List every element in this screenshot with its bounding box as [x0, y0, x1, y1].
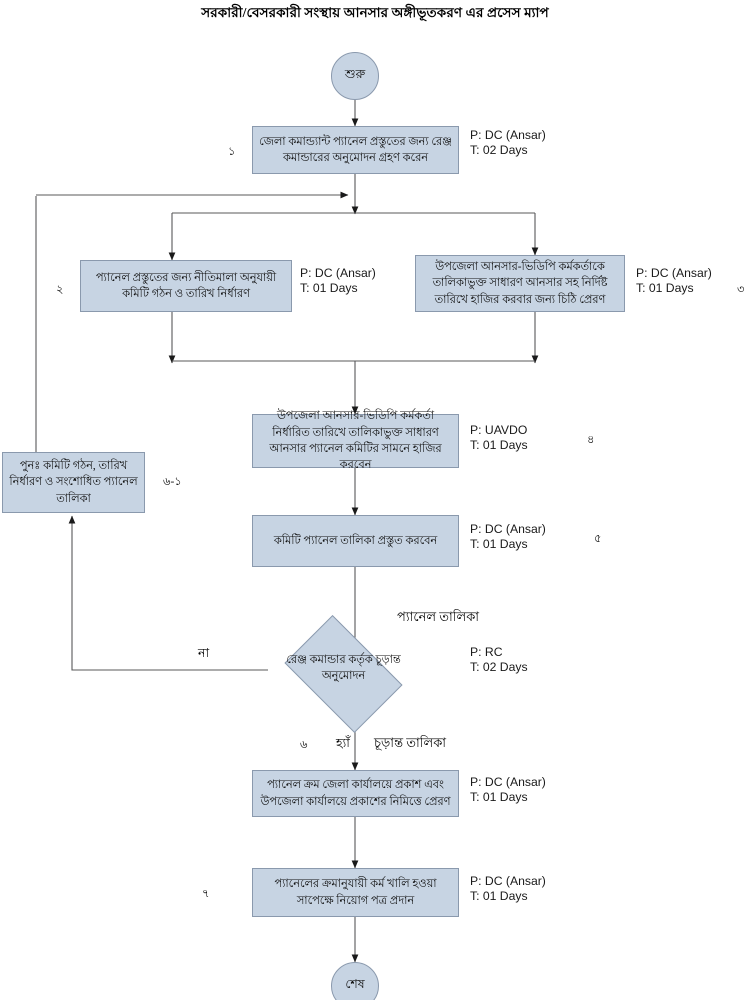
- meta-step2: P: DC (Ansar) T: 01 Days: [300, 266, 376, 297]
- edge-label-no: না: [198, 646, 210, 660]
- time-step3: T: 01 Days: [636, 281, 694, 296]
- meta-step1: P: DC (Ansar) T: 02 Days: [470, 128, 546, 159]
- time-step7: T: 01 Days: [470, 889, 528, 904]
- performer-step6: P: RC: [470, 645, 503, 659]
- process-box-step3: উপজেলা আনসার-ভিডিপি কর্মকর্তাকে তালিকাভু…: [415, 255, 625, 312]
- meta-step5: P: DC (Ansar) T: 01 Days: [470, 522, 546, 553]
- step-number-2: ২: [56, 284, 64, 296]
- performer-step4: P: UAVDO: [470, 423, 528, 437]
- start-node: শুরু: [331, 52, 379, 100]
- step-number-3: ৩: [737, 284, 745, 296]
- step-number-6: ৬: [300, 739, 308, 751]
- edge-label-yes: হ্যাঁ: [336, 736, 350, 750]
- annotation-final-list: চূড়ান্ত তালিকা: [374, 735, 447, 750]
- process-box-publish: প্যানেল ক্রম জেলা কার্যালয়ে প্রকাশ এবং …: [252, 770, 459, 817]
- performer-step2: P: DC (Ansar): [300, 266, 376, 280]
- performer-publish: P: DC (Ansar): [470, 775, 546, 789]
- step-number-6-1: ৬-১: [163, 476, 182, 488]
- performer-step7: P: DC (Ansar): [470, 874, 546, 888]
- page-title: সরকারী/বেসরকারী সংস্থায় আনসার অঙ্গীভূতক…: [201, 5, 549, 20]
- time-step6: T: 02 Days: [470, 660, 528, 675]
- performer-step3: P: DC (Ansar): [636, 266, 712, 280]
- step-number-4: ৪: [587, 434, 595, 446]
- process-box-step4: উপজেলা আনসার-ভিডিপি কর্মকর্তা নির্ধারিত …: [252, 410, 459, 471]
- step-number-5: ৫: [594, 533, 602, 545]
- step-number-1: ১: [228, 146, 236, 158]
- process-box-step2: প্যানেল প্রস্তুতের জন্য নীতিমালা অনুযায়…: [80, 260, 292, 312]
- process-box-step7: প্যানেলের ক্রমানুযায়ী কর্ম খালি হওয়া স…: [252, 868, 459, 917]
- process-box-step6-1: পুনঃ কমিটি গঠন, তারিখ নির্ধারণ ও সংশোধিত…: [2, 452, 145, 513]
- performer-step5: P: DC (Ansar): [470, 522, 546, 536]
- time-step2: T: 01 Days: [300, 281, 358, 296]
- time-step4: T: 01 Days: [470, 438, 528, 453]
- meta-publish: P: DC (Ansar) T: 01 Days: [470, 775, 546, 806]
- annotation-panel-list: প্যানেল তালিকা: [397, 609, 480, 624]
- meta-step4: P: UAVDO T: 01 Days: [470, 423, 528, 454]
- decision-label-step6: রেঞ্জ কমান্ডার কর্তৃক চূড়ান্ত অনুমোদন: [286, 654, 401, 683]
- meta-step6: P: RC T: 02 Days: [470, 645, 528, 676]
- performer-step1: P: DC (Ansar): [470, 128, 546, 142]
- time-step1: T: 02 Days: [470, 143, 528, 158]
- time-publish: T: 01 Days: [470, 790, 528, 805]
- meta-step7: P: DC (Ansar) T: 01 Days: [470, 874, 546, 905]
- end-node: শেষ: [331, 962, 379, 1000]
- time-step5: T: 01 Days: [470, 537, 528, 552]
- process-box-step5: কমিটি প্যানেল তালিকা প্রস্তুত করবেন: [252, 515, 459, 567]
- step-number-7: ৭: [202, 888, 210, 900]
- meta-step3: P: DC (Ansar) T: 01 Days: [636, 266, 712, 297]
- process-box-step1: জেলা কমান্ড্যান্ট প্যানেল প্রস্তুতের জন্…: [252, 126, 459, 174]
